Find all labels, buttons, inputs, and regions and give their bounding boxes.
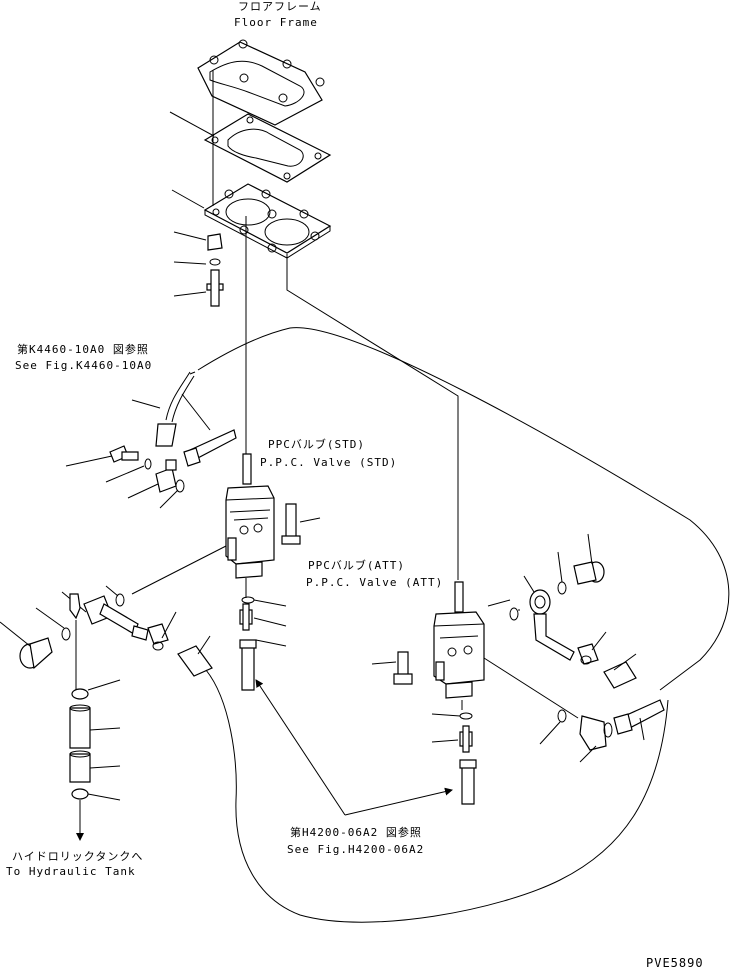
banjo-right (529, 589, 575, 661)
bolt-att-valve (393, 651, 413, 685)
floor-frame-jp-label: フロアフレーム (238, 0, 322, 13)
bolt-top-left (206, 269, 224, 307)
see-k4460-jp-label: 第K4460-10A0 図参照 (17, 343, 149, 356)
tee-fitting (155, 459, 177, 493)
floor-frame-plate (197, 39, 325, 126)
ppc-att-jp-label: PPCバルブ(ATT) (308, 559, 405, 572)
hose-right (603, 661, 637, 689)
plug-right (573, 561, 605, 585)
gasket-plate (203, 113, 332, 183)
nipple-att (459, 725, 473, 753)
fitting-right-mid (577, 643, 599, 665)
floor-frame-en-label: Floor Frame (234, 16, 318, 29)
hydraulic-tank-jp-label: ハイドロリックタンクへ (12, 850, 144, 863)
hose-clamp-upper (71, 688, 89, 700)
pipe-att (459, 759, 477, 805)
hose-upper-left (155, 371, 195, 447)
pipe-std (239, 639, 257, 691)
ppc-att-en-label: P.P.C. Valve (ATT) (306, 576, 444, 589)
mounting-plate (203, 183, 332, 259)
hose-mid (177, 645, 213, 677)
drawing-code-label: PVE5890 (646, 956, 704, 970)
elbow-left (83, 595, 149, 641)
hose-to-tank-2 (69, 750, 91, 783)
hose-fitting-left (183, 429, 237, 467)
hose-clamp-lower (71, 788, 89, 800)
fitting-mid-std (147, 623, 169, 651)
fitting-bolt-left (109, 445, 139, 463)
hose-fitting-right (613, 699, 665, 735)
nipple-std (239, 603, 253, 631)
bolt-std-valve (281, 503, 301, 545)
plug-left (19, 637, 53, 670)
see-h4200-en-label: See Fig.H4200-06A2 (287, 843, 425, 856)
ppc-std-jp-label: PPCバルブ(STD) (268, 438, 365, 451)
see-h4200-jp-label: 第H4200-06A2 図参照 (290, 826, 422, 839)
see-k4460-en-label: See Fig.K4460-10A0 (15, 359, 153, 372)
hydraulic-tank-en-label: To Hydraulic Tank (6, 865, 136, 878)
ppc-valve-att (433, 581, 485, 699)
elbow-att (579, 715, 613, 751)
hose-to-tank-1 (69, 704, 91, 749)
ppc-std-en-label: P.P.C. Valve (STD) (260, 456, 398, 469)
ppc-valve-std (225, 453, 275, 579)
